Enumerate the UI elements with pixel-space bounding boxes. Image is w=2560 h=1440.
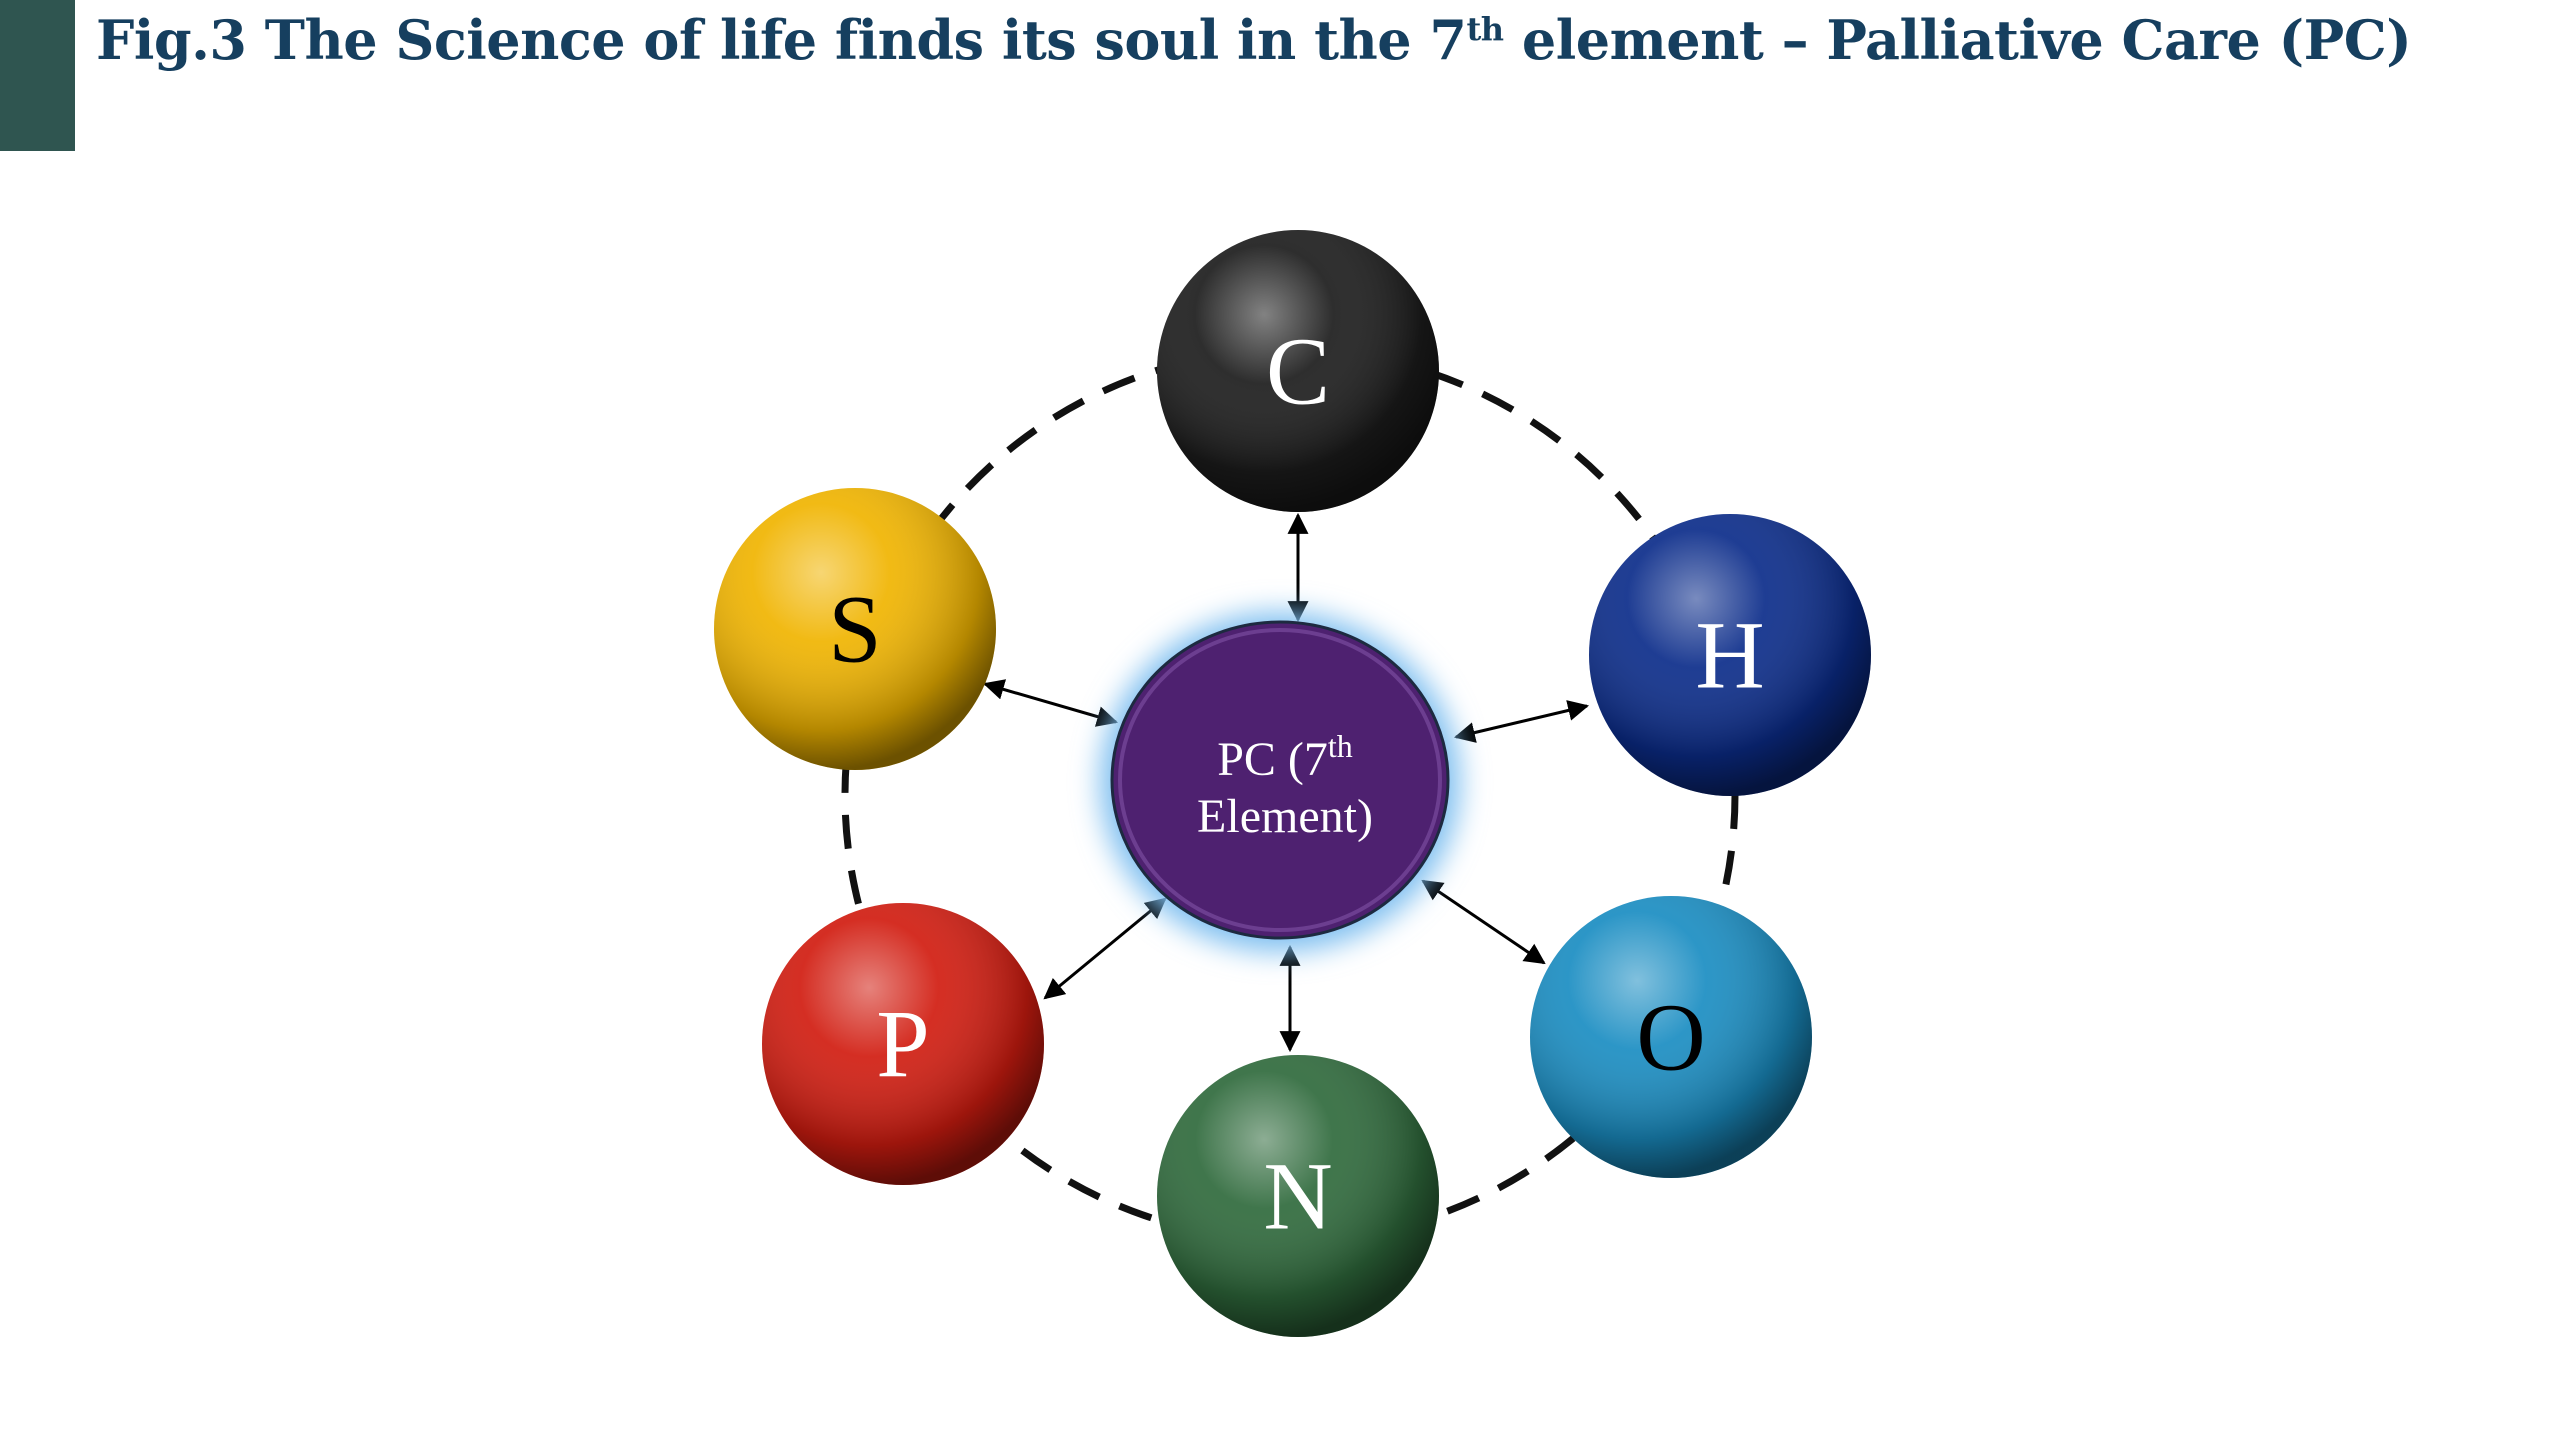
sphere-shading bbox=[714, 488, 996, 770]
sphere-shading bbox=[1157, 1055, 1439, 1337]
element-node-p: P bbox=[762, 903, 1044, 1185]
pc-rim bbox=[1118, 628, 1442, 932]
element-label: O bbox=[1636, 984, 1705, 1091]
element-label: H bbox=[1695, 602, 1764, 709]
element-node-n: N bbox=[1157, 1055, 1439, 1337]
sphere-shading bbox=[1589, 514, 1871, 796]
arrow-o bbox=[1421, 879, 1546, 965]
arrow-p bbox=[1043, 897, 1167, 1000]
title-prefix: Fig.3 The Science of life finds its soul… bbox=[96, 8, 1467, 72]
element-label: P bbox=[876, 991, 929, 1098]
element-node-h: H bbox=[1589, 514, 1871, 796]
pc-label-line1: PC (7th bbox=[1217, 728, 1353, 786]
element-label: C bbox=[1266, 318, 1330, 425]
sphere-shading bbox=[1530, 896, 1812, 1178]
element-node-s: S bbox=[714, 488, 996, 770]
element-label: S bbox=[828, 576, 881, 683]
title-suffix: element – Palliative Care (PC) bbox=[1503, 8, 2412, 72]
element-node-c: C bbox=[1157, 230, 1439, 512]
element-label: N bbox=[1263, 1143, 1332, 1250]
arrow-h bbox=[1453, 700, 1590, 743]
pc-center-node: PC (7th Element) bbox=[1100, 612, 1460, 952]
pc-sphere bbox=[1110, 620, 1450, 940]
accent-bar bbox=[0, 0, 75, 151]
sphere-shading bbox=[762, 903, 1044, 1185]
pc-label-line2: Element) bbox=[1197, 790, 1373, 843]
sphere-shading bbox=[1157, 230, 1439, 512]
figure-title: Fig.3 The Science of life finds its soul… bbox=[96, 8, 2412, 72]
title-superscript: th bbox=[1466, 10, 1505, 48]
arrow-s bbox=[982, 679, 1119, 727]
element-node-o: O bbox=[1530, 896, 1812, 1178]
arrows bbox=[982, 512, 1590, 1053]
